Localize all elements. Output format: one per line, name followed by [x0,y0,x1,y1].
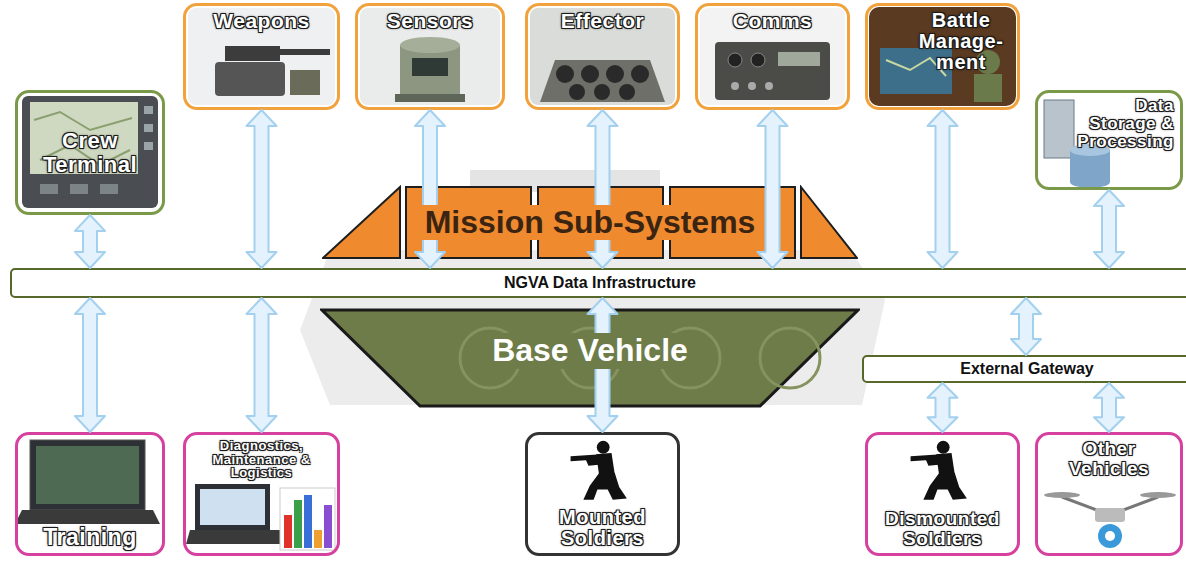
node-label: Sensors [387,10,473,32]
comms-image [700,8,845,105]
node-label: Data Storage & Processing [1064,97,1174,151]
comms-tile: Comms [695,3,850,110]
double-arrow [588,110,618,268]
diagnostics-tile: Diagnostics, Maintenance & Logistics [183,432,340,556]
training-image [15,440,160,524]
crew-terminal-tile: Crew Terminal [15,90,165,215]
node-label: Training [43,525,136,549]
double-arrow [928,110,958,268]
double-arrow [928,383,958,432]
node-label: Other Vehicles [1044,439,1174,479]
other-vehicles-tile: Other Vehicles [1035,432,1183,556]
gateway-bar: External Gateway [862,355,1186,383]
effector-tile: Effector [525,3,680,110]
battle-management-tile: Battle Manage- ment [865,3,1020,110]
node-label: Comms [733,10,813,32]
double-arrow [1011,298,1041,355]
node-label: Dismounted Soldiers [874,509,1011,549]
node-label: Mission Sub-Systems [422,205,759,240]
band-segment [801,187,857,258]
node-label: Battle Manage- ment [911,10,1011,73]
node-label: Effector [561,10,644,32]
node-label: Crew Terminal [24,129,156,175]
wheel-outline [760,328,820,388]
double-arrow [758,110,788,268]
soldier-image [571,441,967,500]
double-arrow [415,110,445,268]
weapons-tile: Weapons [183,3,340,110]
mounted-soldiers-tile: Mounted Soldiers [525,432,680,556]
node-label: Diagnostics, Maintenance & Logistics [192,439,331,480]
double-arrow [75,298,105,432]
base-vehicle: Base Vehicle [320,308,860,408]
crew-terminal-image [22,96,158,208]
band-segment [323,187,400,258]
double-arrow [247,298,277,432]
double-arrow [247,110,277,268]
training-tile: Training [15,432,165,556]
node-label: Weapons [213,10,309,32]
drone-image [1044,492,1176,548]
node-label: Base Vehicle [488,333,692,368]
data-storage-tile: Data Storage & Processing [1035,90,1183,190]
node-label: NGVA Data Infrastructure [504,274,696,292]
data-bus-bar: NGVA Data Infrastructure [10,268,1186,298]
vehicle-hull [322,310,858,406]
double-arrow [75,215,105,268]
sensors-tile: Sensors [355,3,505,110]
sensors-image [360,8,500,105]
battle-management-image [869,7,1016,106]
double-arrow [1094,190,1124,268]
double-arrow [588,298,618,432]
weapons-image [188,8,335,105]
dismounted-soldiers-tile: Dismounted Soldiers [865,432,1020,556]
node-label: Mounted Soldiers [534,507,671,549]
node-label: External Gateway [960,360,1093,378]
diagnostics-image [186,484,335,550]
double-arrow [1094,383,1124,432]
effector-image [530,8,675,105]
